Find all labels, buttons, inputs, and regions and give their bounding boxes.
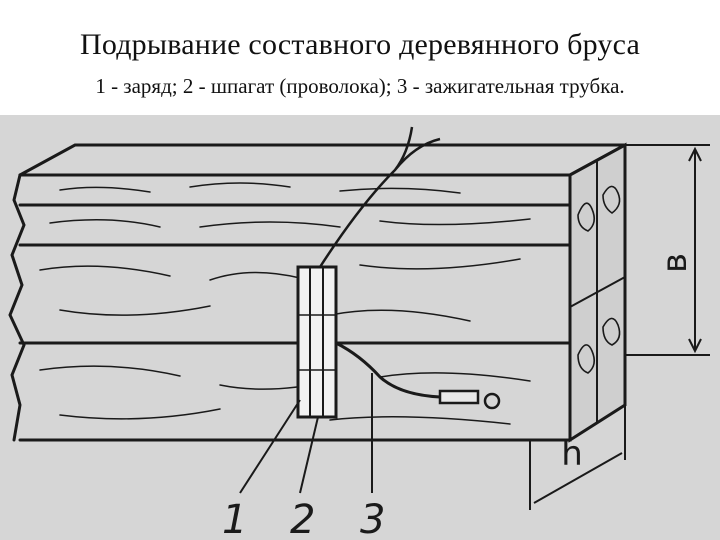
dimension-lines [529,144,710,510]
callout-1: 1 [222,497,247,540]
fuse-cord [335,341,441,399]
beam-broken-end [8,173,26,442]
explosive-charge [296,265,338,419]
wood-grain-row-4 [39,365,531,425]
callout-2: 2 [290,497,315,540]
beam-demolition-figure: в h 1 2 3 [0,115,720,540]
leader-1 [239,399,301,494]
wood-grain-row-2 [49,218,531,228]
callout-leaders [239,373,373,494]
end-grain-4 [602,317,621,346]
dim-width-line [533,452,623,504]
end-grain-1 [577,202,596,232]
charge-block [296,265,338,419]
end-grain-2 [602,185,621,214]
dimension-height-label: в [655,253,695,273]
dim-height-arrows [688,146,702,354]
dimension-width-label: h [561,434,583,474]
end-grain-3 [577,344,596,374]
callout-3: 3 [360,497,385,540]
igniter-ring [483,392,501,410]
wood-grain-row-1 [59,182,461,194]
slide-title: Подрывание составного деревянного бруса [80,28,640,61]
leader-2 [299,416,319,494]
beam-diagram-svg: в h 1 2 3 [0,115,720,540]
fuse-tube [335,341,501,410]
wood-grain-row-3 [39,258,521,322]
igniter-tube [438,389,480,405]
twine-wire [318,126,441,268]
end-face-split-h [569,276,626,308]
legend-caption: 1 - заряд; 2 - шпагат (проволока); 3 - з… [95,74,625,98]
